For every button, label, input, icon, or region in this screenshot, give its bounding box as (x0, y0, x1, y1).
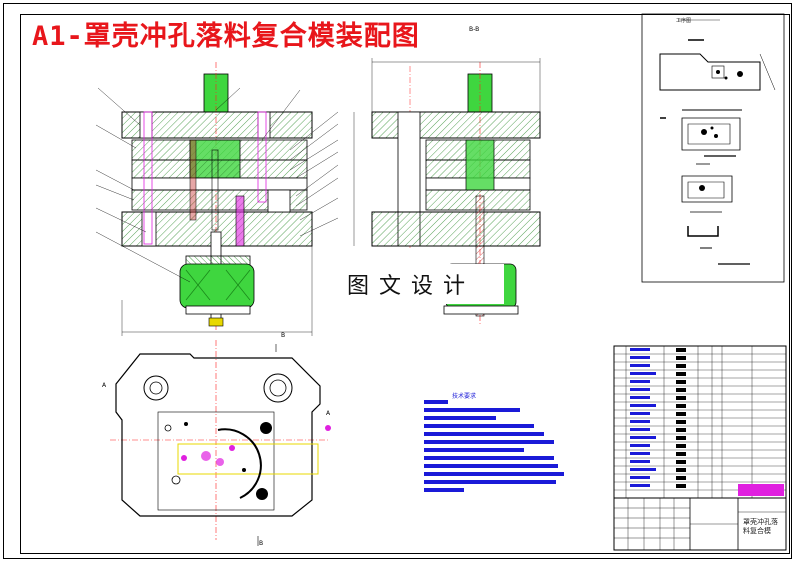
parts-list-code-bar (676, 460, 686, 464)
parts-list-code-bar (676, 444, 686, 448)
workpiece-panel (641, 13, 785, 283)
parts-list-name-bar (630, 396, 650, 399)
parts-list-name-bar (630, 388, 650, 391)
workpiece-caption: 工序图 (676, 18, 692, 24)
upper-die-base (121, 111, 313, 139)
rubber-buffer (179, 263, 255, 309)
parts-list-name-bar (630, 460, 650, 463)
parts-list-code-bar (676, 364, 686, 368)
stripper-plate (131, 189, 308, 211)
parts-list-code-bar (676, 484, 686, 488)
parts-list-code-bar (676, 380, 686, 384)
titleblock-part-name: 罩壳冲孔落料复合模 (743, 518, 778, 535)
watermark-label: 图文设计 (318, 264, 504, 304)
parts-list-name-bar (630, 476, 650, 479)
tech-requirements-title: 技术要求 (452, 393, 477, 400)
parts-list-code-bar (676, 356, 686, 360)
section-marker-a-left: A (102, 382, 107, 389)
parts-list-name-bar (630, 444, 650, 447)
parts-list-code-bar (676, 404, 686, 408)
parts-list-name-bar (630, 484, 650, 487)
parts-list-code-bar (676, 476, 686, 480)
parts-list-name-bar (630, 380, 650, 383)
plan-outline (115, 353, 321, 517)
parts-list-code-bar (676, 468, 686, 472)
section-marker-b-top: B (281, 332, 286, 339)
parts-list-name-bar (630, 348, 650, 351)
section-label-bb: B-B (469, 26, 480, 33)
parts-list-name-bar (630, 404, 656, 407)
section-marker-b-bottom: B (259, 540, 264, 547)
sheet-outer-border (3, 3, 792, 559)
parts-list-code-bar (676, 388, 686, 392)
parts-list-name-bar (630, 428, 650, 431)
parts-list-name-bar (630, 468, 656, 471)
parts-list-name-bar (630, 372, 656, 375)
title-block (613, 484, 787, 551)
tech-requirements-block (424, 400, 564, 492)
parts-list-code-bar (676, 420, 686, 424)
parts-list-name-bar (630, 420, 650, 423)
parts-list-code-bar (676, 412, 686, 416)
plan-view (110, 340, 331, 546)
parts-list-name-bar (630, 412, 650, 415)
parts-list-code-bar (676, 428, 686, 432)
parts-list-code-bar (676, 452, 686, 456)
sheet-inner-border (20, 14, 790, 554)
parts-list-code-bar (676, 396, 686, 400)
front-section-view (95, 62, 355, 336)
parts-list-name-bar (630, 436, 656, 439)
section-marker-a-right: A (326, 410, 331, 417)
parts-list-name-bar (630, 356, 650, 359)
parts-list-rows (614, 348, 786, 491)
parts-list-name-bar (630, 452, 650, 455)
drawing-title: A1-罩壳冲孔落料复合模装配图 (32, 21, 420, 52)
parts-list-code-bar (676, 436, 686, 440)
parts-list-code-bar (676, 372, 686, 376)
parts-list-name-bar (630, 364, 650, 367)
parts-list-code-bar (676, 348, 686, 352)
